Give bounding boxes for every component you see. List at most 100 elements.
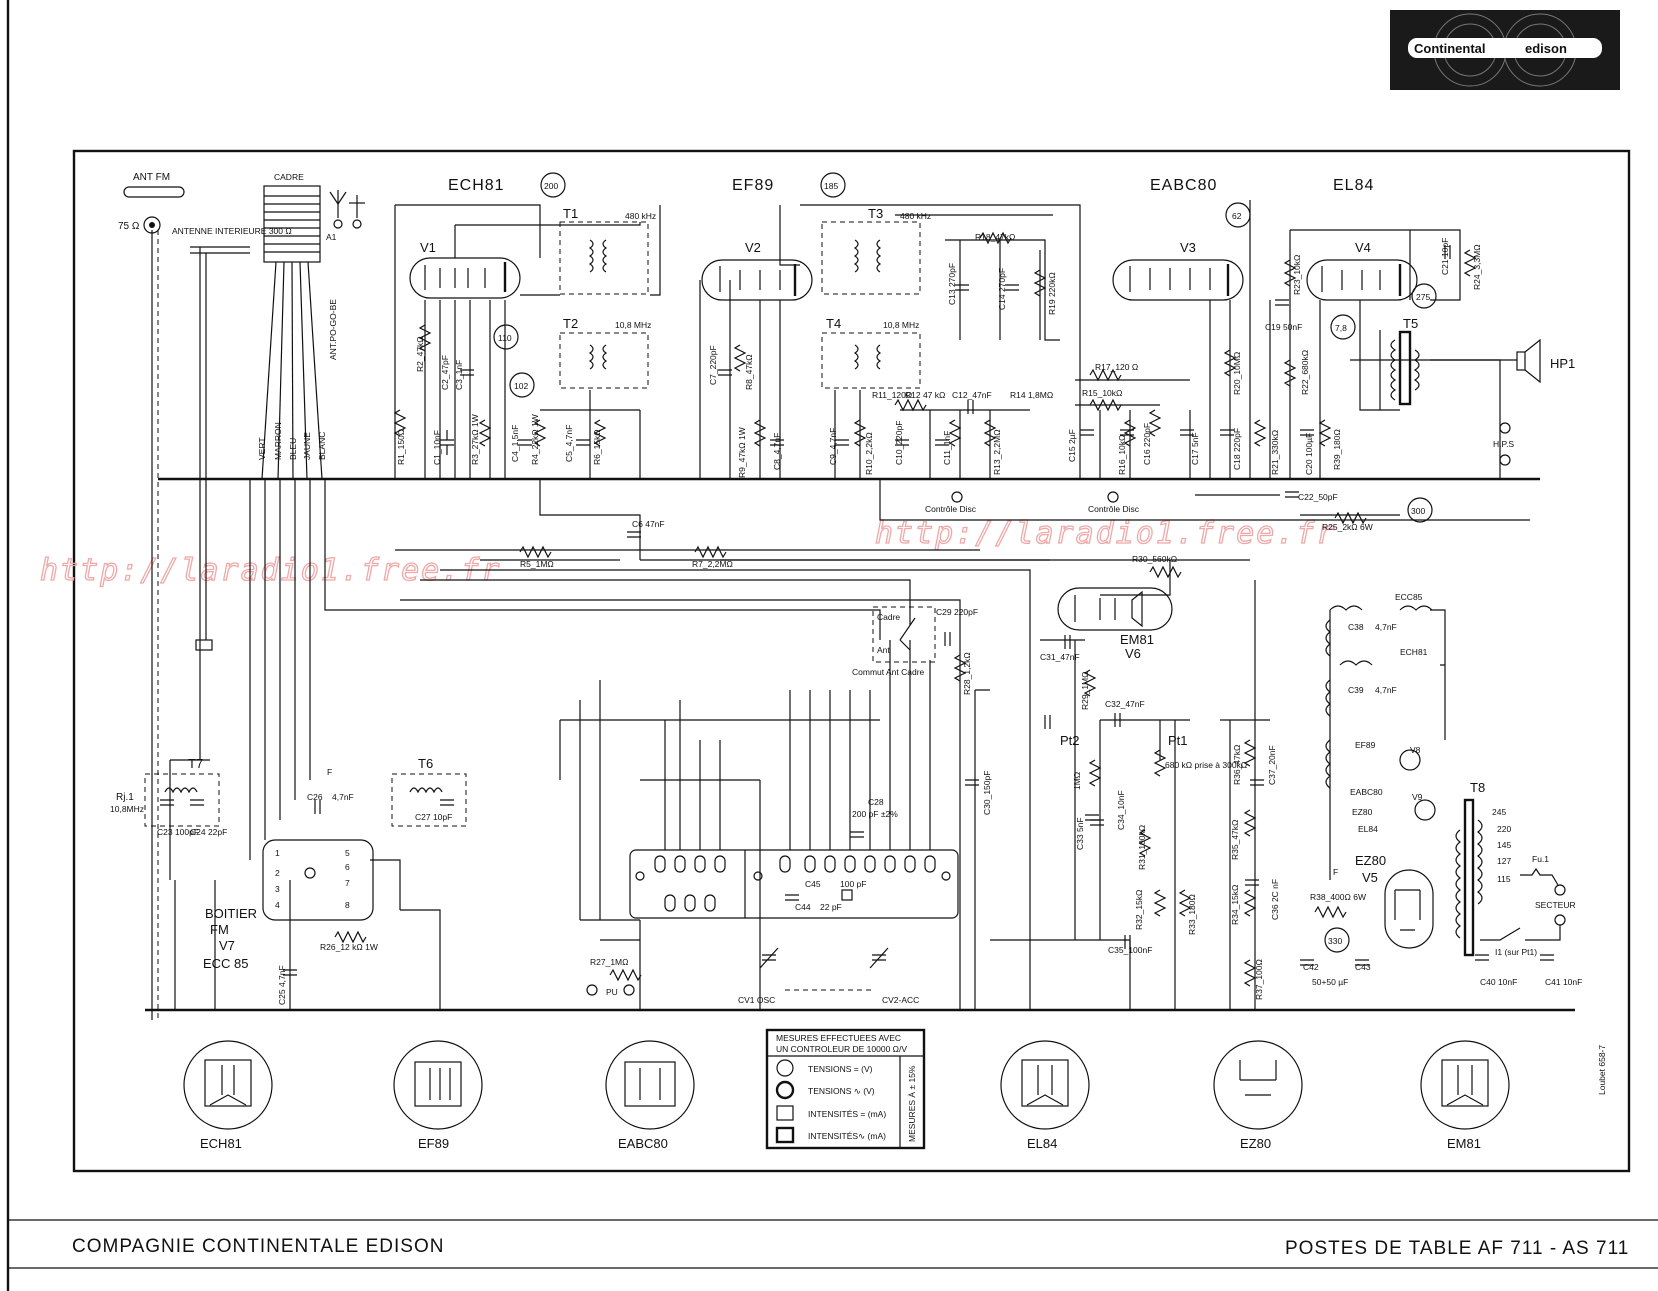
- svg-text:R16_10kΩ: R16_10kΩ: [1117, 435, 1127, 475]
- svg-text:C21 10pF: C21 10pF: [1440, 238, 1450, 275]
- svg-text:C5_4,7nF: C5_4,7nF: [564, 425, 574, 462]
- svg-text:C40 10nF: C40 10nF: [1480, 977, 1517, 987]
- pu-jacks: [586, 984, 635, 996]
- svg-text:T3: T3: [868, 206, 883, 221]
- tube-v3: V3: [1112, 240, 1244, 301]
- svg-text:C30_150pF: C30_150pF: [982, 771, 992, 815]
- svg-text:R34_15kΩ: R34_15kΩ: [1230, 885, 1240, 925]
- logo-text-left: Continental: [1414, 41, 1486, 56]
- svg-text:R13_2,2MΩ: R13_2,2MΩ: [992, 429, 1002, 475]
- test-point-275: 275: [1411, 283, 1437, 309]
- svg-text:JAUNE: JAUNE: [302, 432, 312, 460]
- svg-text:C38: C38: [1348, 622, 1364, 632]
- svg-text:R18_47kΩ: R18_47kΩ: [975, 232, 1015, 242]
- svg-text:C44: C44: [795, 902, 811, 912]
- svg-text:T6: T6: [418, 756, 433, 771]
- test-point-110: 110: [493, 324, 519, 350]
- svg-text:10,8 MHz: 10,8 MHz: [883, 320, 919, 330]
- filament-section: ECC85 ECH81 EF89 EABC80 EZ80 EL84 C38 4,…: [1325, 592, 1446, 880]
- svg-text:T7: T7: [188, 756, 203, 771]
- transformer-t1: T1 480 kHz: [559, 206, 656, 295]
- svg-text:127: 127: [1497, 856, 1511, 866]
- svg-text:C15 2µF: C15 2µF: [1067, 429, 1077, 462]
- svg-text:R23_10kΩ: R23_10kΩ: [1292, 255, 1302, 295]
- logo-text-right: edison: [1525, 41, 1567, 56]
- svg-text:CADRE: CADRE: [274, 172, 304, 182]
- svg-text:H.P.S: H.P.S: [1493, 439, 1514, 449]
- svg-text:C26: C26: [307, 792, 323, 802]
- svg-text:R20_10MΩ: R20_10MΩ: [1232, 352, 1242, 395]
- svg-text:R17_120 Ω: R17_120 Ω: [1095, 362, 1138, 372]
- svg-text:C1_10nF: C1_10nF: [432, 430, 442, 465]
- svg-text:Cadre: Cadre: [877, 612, 900, 622]
- svg-text:275: 275: [1416, 292, 1430, 302]
- socket-em81: EM81: [1420, 1040, 1510, 1151]
- svg-text:CV2-ACC: CV2-ACC: [882, 995, 919, 1005]
- svg-text:145: 145: [1497, 840, 1511, 850]
- svg-text:T4: T4: [826, 316, 841, 331]
- transformer-t3: T3 480 kHz: [821, 206, 931, 295]
- svg-text:C42: C42: [1303, 962, 1319, 972]
- continental-edison-logo: Continental edison: [1390, 10, 1620, 90]
- svg-text:200 pF ±2%: 200 pF ±2%: [852, 809, 898, 819]
- svg-text:C3_1nF: C3_1nF: [454, 360, 464, 390]
- svg-text:ANT.PO-GO-BE: ANT.PO-GO-BE: [328, 299, 338, 360]
- svg-text:C43: C43: [1355, 962, 1371, 972]
- power-transformer-t8: T8 245 220 145 127 115 Fu.1 SECTEUR I1 (…: [1455, 780, 1576, 957]
- svg-text:C14 270pF: C14 270pF: [997, 268, 1007, 310]
- svg-text:Pt1: Pt1: [1168, 733, 1188, 748]
- svg-text:22 pF: 22 pF: [820, 902, 842, 912]
- speaker-hp1: HP1: [1430, 338, 1575, 384]
- svg-text:C9_4,7nF: C9_4,7nF: [828, 428, 838, 465]
- svg-text:F: F: [327, 767, 332, 777]
- capacitors: [160, 245, 1554, 976]
- svg-text:300: 300: [1411, 506, 1425, 516]
- svg-text:C20 100µF: C20 100µF: [1304, 433, 1314, 475]
- svg-text:R11_120Ω: R11_120Ω: [872, 390, 912, 400]
- watermark-right: http://laradio1.free.fr: [875, 516, 1336, 551]
- svg-text:Contrôle Disc: Contrôle Disc: [1088, 504, 1140, 514]
- svg-text:Rj.1: Rj.1: [116, 792, 134, 803]
- svg-text:UN CONTROLEUR DE 10000 Ω/V: UN CONTROLEUR DE 10000 Ω/V: [776, 1044, 907, 1054]
- socket-el84: EL84: [1000, 1040, 1090, 1151]
- svg-text:185: 185: [824, 181, 838, 191]
- svg-text:R38_400Ω 6W: R38_400Ω 6W: [1310, 892, 1366, 902]
- svg-text:C33 5nF: C33 5nF: [1075, 817, 1085, 850]
- svg-text:C2_47pF: C2_47pF: [440, 355, 450, 390]
- svg-text:R25_2kΩ 6W: R25_2kΩ 6W: [1322, 522, 1373, 532]
- svg-text:C22_50pF: C22_50pF: [1298, 492, 1338, 502]
- svg-text:C12_47nF: C12_47nF: [952, 390, 992, 400]
- test-point-7-8: 7,8: [1330, 314, 1356, 340]
- svg-text:480 kHz: 480 kHz: [900, 211, 931, 221]
- svg-text:75 Ω: 75 Ω: [118, 221, 140, 232]
- svg-text:EL84: EL84: [1027, 1136, 1057, 1151]
- svg-text:102: 102: [514, 381, 528, 391]
- svg-text:R22_680kΩ: R22_680kΩ: [1300, 350, 1310, 395]
- svg-text:10,8MHz: 10,8MHz: [110, 804, 144, 814]
- svg-text:V2: V2: [745, 240, 761, 255]
- svg-text:4,7nF: 4,7nF: [1375, 622, 1397, 632]
- heading-ef89: EF89: [732, 177, 774, 194]
- test-point-102: 102: [509, 372, 535, 398]
- svg-text:3: 3: [275, 884, 280, 894]
- component-labels: R1_150Ω C1_10nF R2_47kΩ C2_47pF C3_1nF R…: [157, 232, 1582, 1005]
- svg-text:ECH81: ECH81: [1400, 647, 1428, 657]
- socket-ef89: EF89: [393, 1040, 483, 1151]
- commut-ant-cadre: Cadre Ant Commut Ant Cadre: [852, 606, 936, 677]
- svg-text:PU: PU: [606, 987, 618, 997]
- svg-text:T1: T1: [563, 206, 578, 221]
- svg-text:V4: V4: [1355, 240, 1371, 255]
- svg-text:C16 220pF: C16 220pF: [1142, 423, 1152, 465]
- svg-text:C10_220pF: C10_220pF: [894, 421, 904, 465]
- transformer-t6: T6: [391, 756, 467, 827]
- svg-text:C29 220pF: C29 220pF: [936, 607, 978, 617]
- svg-text:V1: V1: [420, 240, 436, 255]
- svg-text:R29_1MΩ: R29_1MΩ: [1080, 672, 1090, 710]
- variable-capacitors: [759, 947, 889, 991]
- svg-text:C36 2C nF: C36 2C nF: [1270, 879, 1280, 920]
- svg-text:C28: C28: [868, 797, 884, 807]
- transformer-t7: T7 Rj.1 10,8MHz: [110, 756, 220, 827]
- svg-text:F: F: [1333, 867, 1338, 877]
- svg-text:C25 4,7nF: C25 4,7nF: [277, 965, 287, 1005]
- svg-text:200: 200: [544, 181, 558, 191]
